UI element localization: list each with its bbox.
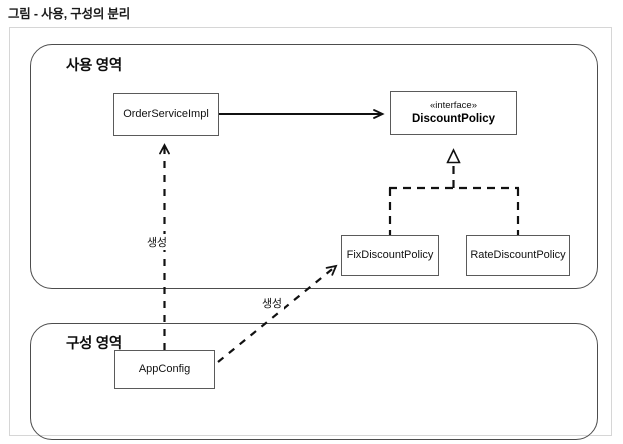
figure-caption: 그림 - 사용, 구성의 분리 [8,7,131,21]
node-rate-discount-policy[interactable]: RateDiscountPolicy [466,235,570,276]
edge-label-create-order-service: 생성 [145,234,169,250]
node-label: OrderServiceImpl [123,107,209,120]
node-app-config[interactable]: AppConfig [114,350,215,389]
node-discount-policy[interactable]: «interface» DiscountPolicy [390,91,517,135]
node-label: AppConfig [138,362,191,375]
edge-label-create-fix-policy: 생성 [260,295,284,311]
node-label: RateDiscountPolicy [470,248,566,261]
node-stereotype: «interface» [429,99,477,111]
node-label: DiscountPolicy [411,112,496,125]
node-order-service-impl[interactable]: OrderServiceImpl [113,93,219,136]
node-fix-discount-policy[interactable]: FixDiscountPolicy [341,235,439,276]
region-label-config: 구성 영역 [66,336,122,352]
region-label-use: 사용 영역 [66,58,122,74]
node-label: FixDiscountPolicy [346,248,434,261]
